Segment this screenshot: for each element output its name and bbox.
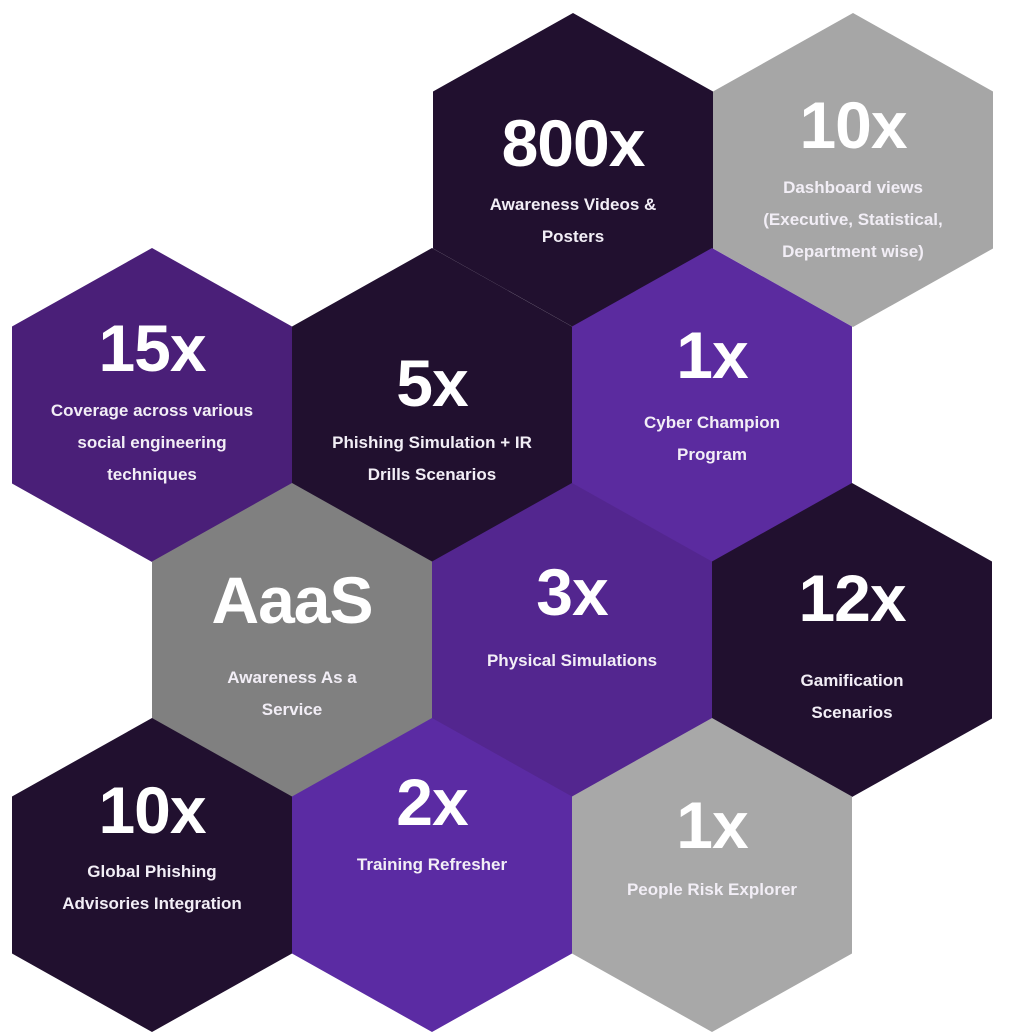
stat-label: Dashboard views (Executive, Statistical,…: [763, 178, 943, 261]
hex-dashboard-views: 10x Dashboard views (Executive, Statisti…: [713, 13, 993, 327]
stat-value: 3x: [536, 555, 608, 629]
stat-value: 1x: [676, 788, 748, 862]
stat-value: 800x: [501, 106, 646, 180]
stat-value: 15x: [98, 311, 206, 385]
stat-label: Physical Simulations: [486, 651, 658, 670]
stat-label: Phishing Simulation + IR Drills Scenario…: [332, 433, 532, 484]
stat-value: 10x: [98, 773, 206, 847]
stat-value: AaaS: [211, 563, 373, 637]
stat-value: 1x: [676, 318, 748, 392]
stat-label: Gamification Scenarios: [800, 671, 904, 722]
stat-label: Global Phishing Advisories Integration: [62, 862, 242, 913]
stat-label: Awareness Videos & Posters: [489, 195, 657, 246]
stat-label: Awareness As a Service: [227, 668, 357, 719]
stat-value: 2x: [396, 765, 468, 839]
stat-label: Training Refresher: [356, 855, 508, 874]
stat-label: Cyber Champion Program: [643, 413, 781, 464]
stat-label: Coverage across various social engineeri…: [50, 401, 254, 484]
stat-value: 5x: [396, 346, 468, 420]
stat-label: People Risk Explorer: [626, 880, 798, 899]
stat-value: 10x: [799, 88, 907, 162]
stat-value: 12x: [798, 561, 906, 635]
